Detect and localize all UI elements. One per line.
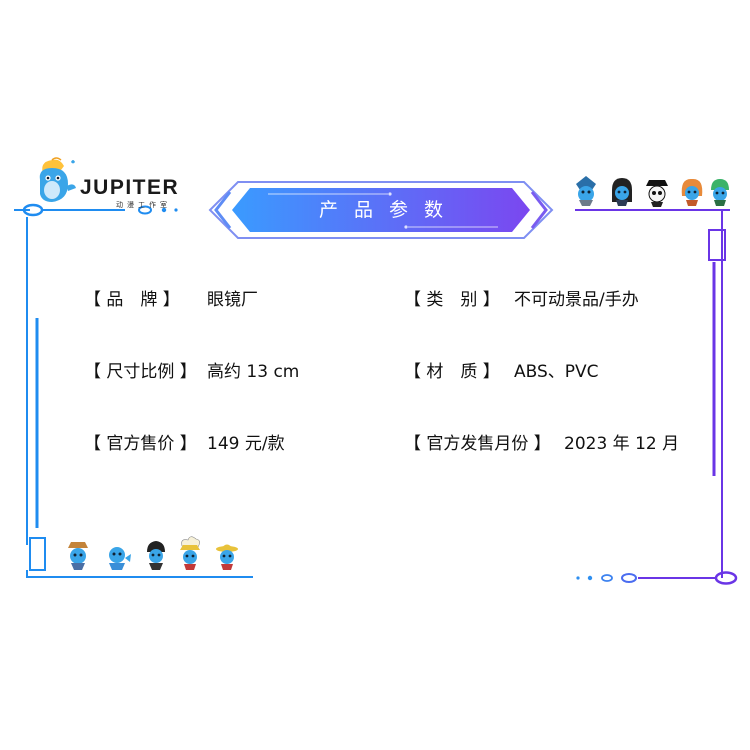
spec-release: 【 官方发售月份 】 2023 年 12 月 bbox=[404, 433, 679, 455]
spec-release-value: 2023 年 12 月 bbox=[564, 434, 680, 454]
spec-brand-label: 【 品 牌 】 bbox=[84, 290, 180, 310]
spec-material: 【 材 质 】 ABS、PVC bbox=[404, 361, 599, 383]
title-banner: 产品参数 bbox=[208, 180, 554, 240]
spec-price: 【 官方售价 】 149 元/款 bbox=[84, 433, 285, 455]
jupiter-logo: JUPITER 动漫工作室 bbox=[34, 156, 178, 209]
spec-material-value: ABS、PVC bbox=[514, 362, 599, 382]
banner-title: 产品参数 bbox=[318, 199, 459, 221]
spec-category: 【 类 别 】不可动景品/手办 bbox=[404, 289, 639, 311]
logo-wordmark: JUPITER bbox=[80, 176, 180, 199]
logo-subtitle: 动漫工作室 bbox=[116, 201, 171, 209]
spec-scale: 【 尺寸比例 】高约 13 cm bbox=[84, 361, 299, 383]
spec-category-value: 不可动景品/手办 bbox=[514, 290, 639, 310]
banner-background bbox=[208, 181, 554, 239]
spec-scale-label: 【 尺寸比例 】 bbox=[84, 362, 197, 382]
spec-brand-value: 眼镜厂 bbox=[207, 290, 258, 310]
spec-release-label: 【 官方发售月份 】 bbox=[404, 434, 551, 454]
dolphin-mascot-icon bbox=[39, 157, 76, 202]
spec-brand: 【 品 牌 】 眼镜厂 bbox=[84, 289, 258, 311]
spec-scale-value: 高约 13 cm bbox=[207, 362, 300, 382]
spec-material-label: 【 材 质 】 bbox=[404, 362, 500, 382]
spec-price-value: 149 元/款 bbox=[207, 434, 285, 454]
spec-category-label: 【 类 别 】 bbox=[404, 290, 500, 310]
spec-price-label: 【 官方售价 】 bbox=[84, 434, 197, 454]
